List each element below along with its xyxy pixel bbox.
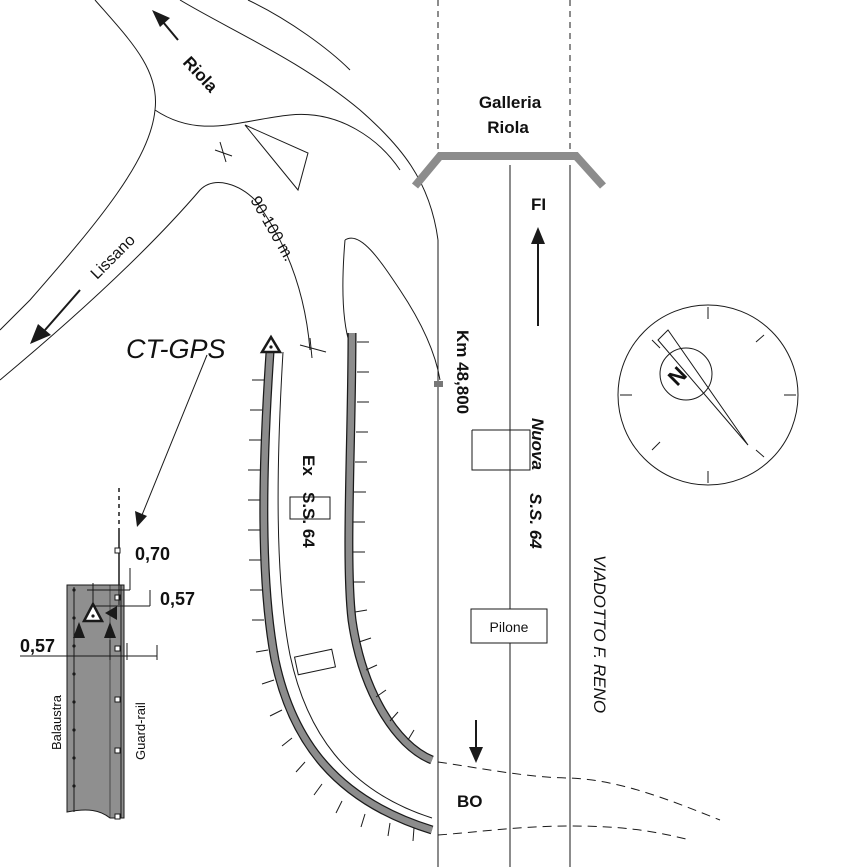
dim-right-label: 0,57	[160, 589, 195, 609]
km-label: Km 48,800	[453, 330, 472, 414]
station-label: CT-GPS	[126, 334, 226, 364]
fi-label: FI	[531, 195, 546, 214]
lissano-label: Lissano	[88, 232, 139, 283]
tunnel-portal	[411, 152, 606, 189]
ex-ss64-code: S.S. 64	[299, 492, 318, 548]
traffic-island	[244, 124, 309, 192]
pilone-box: Pilone	[470, 608, 548, 644]
direction-riola: Riola	[152, 10, 222, 97]
guard-rail-posts	[114, 547, 121, 820]
km-label-group: Km 48,800	[453, 330, 531, 471]
riola-label: Riola	[179, 53, 222, 97]
embankment-ticks-left	[248, 379, 415, 842]
distance-label: 90-100 m.	[247, 194, 298, 265]
guard-rail-right	[344, 332, 434, 765]
junction-ticks	[214, 141, 327, 359]
km-marker	[434, 381, 443, 387]
road-riola-right-edge	[179, 0, 439, 241]
road-junction-top-edge	[154, 109, 401, 171]
road-lissano-inner-edge	[0, 182, 311, 381]
road-riola-left-edge	[0, 0, 157, 331]
direction-lissano: Lissano	[30, 232, 139, 344]
road-guide-line	[40, 350, 200, 470]
guard-rail-label: Guard-rail	[133, 702, 148, 760]
galleria-riola: Galleria Riola	[411, 0, 606, 189]
pilone-label: Pilone	[490, 619, 529, 635]
balaustra-posts	[72, 588, 76, 788]
detail-inset: 0,70 0,57 0,57 Balaustra Guard-rail	[20, 488, 195, 820]
road-connector-curve	[344, 237, 441, 381]
compass-north-label: N	[663, 362, 692, 391]
detail-station-triangle-icon	[81, 601, 105, 623]
direction-fi: FI	[531, 195, 546, 326]
station-triangle-icon	[259, 334, 283, 354]
ex-ss64-label: Ex S.S. 64	[289, 455, 331, 548]
ct-gps-station: CT-GPS	[126, 334, 283, 364]
ex-ss64	[259, 332, 434, 835]
direction-bo: BO	[457, 720, 483, 811]
galleria-label-line2: Riola	[487, 118, 529, 137]
embankment-ticks-right	[353, 341, 415, 741]
viaduct-label: VIADOTTO F. RENO	[590, 555, 609, 713]
ex-ss64-sign	[293, 648, 337, 676]
compass-needle-icon	[657, 329, 749, 446]
balaustra-label: Balaustra	[49, 694, 64, 750]
compass: N	[617, 304, 799, 486]
bridge-dashed-bottom	[437, 825, 691, 841]
dim-left-label: 0,57	[20, 636, 55, 656]
nuova-ss64-code: S.S. 64	[526, 493, 545, 549]
road-riola-inner-edge	[247, 0, 351, 71]
detail-leader	[135, 354, 208, 527]
nuova-ss64	[437, 165, 721, 867]
roads-junction	[0, 0, 441, 470]
bo-label: BO	[457, 792, 483, 811]
ex-label: Ex	[299, 455, 318, 476]
galleria-label-line1: Galleria	[479, 93, 542, 112]
nuova-label: Nuova	[528, 418, 547, 470]
bridge-dashed-top	[437, 761, 721, 821]
dim-top-label: 0,70	[135, 544, 170, 564]
